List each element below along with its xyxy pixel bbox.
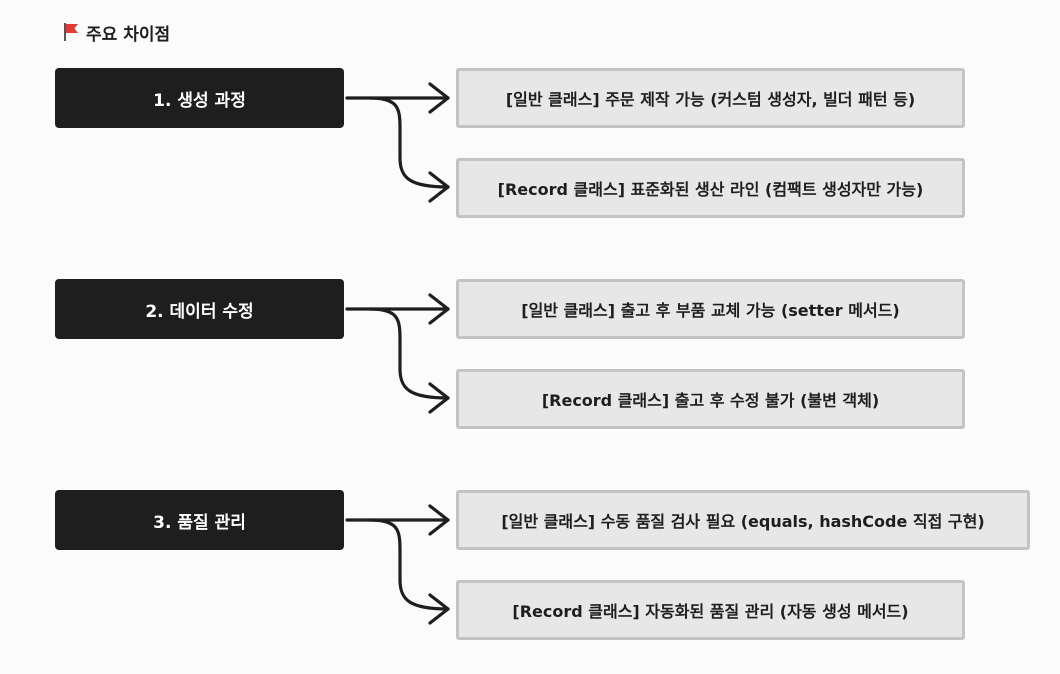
connector-3-bottom [368, 518, 450, 611]
detail-label: [Record 클래스] 표준화된 생산 라인 (컴팩트 생성자만 가능) [497, 180, 924, 199]
arrowhead-1-top [428, 82, 450, 114]
detail-label: [일반 클래스] 주문 제작 가능 (커스텀 생성자, 빌더 패턴 등) [505, 90, 916, 109]
detail-regular-class-quality: [일반 클래스] 수동 품질 검사 필요 (equals, hashCode 직… [456, 490, 1030, 550]
detail-regular-class-modification: [일반 클래스] 출고 후 부품 교체 가능 (setter 메서드) [456, 279, 965, 339]
connector-2-bottom [368, 307, 450, 400]
detail-label: [일반 클래스] 출고 후 부품 교체 가능 (setter 메서드) [521, 301, 900, 320]
flag-icon [62, 22, 80, 42]
category-label: 1. 생성 과정 [153, 90, 246, 111]
category-creation-process: 1. 생성 과정 [55, 68, 344, 128]
arrowhead-3-top [428, 504, 450, 536]
section-heading: 주요 차이점 [62, 20, 171, 45]
category-data-modification: 2. 데이터 수정 [55, 279, 344, 339]
detail-regular-class-creation: [일반 클래스] 주문 제작 가능 (커스텀 생성자, 빌더 패턴 등) [456, 68, 965, 128]
category-quality-control: 3. 품질 관리 [55, 490, 344, 550]
detail-label: [Record 클래스] 자동화된 품질 관리 (자동 생성 메서드) [512, 602, 909, 621]
detail-label: [일반 클래스] 수동 품질 검사 필요 (equals, hashCode 직… [501, 512, 985, 531]
arrowhead-2-top [428, 293, 450, 325]
detail-label: [Record 클래스] 출고 후 수정 불가 (불변 객체) [541, 391, 880, 410]
category-label: 2. 데이터 수정 [145, 301, 254, 322]
arrowhead-2-bottom [428, 382, 450, 414]
heading-title: 주요 차이점 [86, 24, 171, 45]
arrowhead-1-bottom [428, 171, 450, 203]
detail-record-class-quality: [Record 클래스] 자동화된 품질 관리 (자동 생성 메서드) [456, 580, 965, 640]
detail-record-class-modification: [Record 클래스] 출고 후 수정 불가 (불변 객체) [456, 369, 965, 429]
detail-record-class-creation: [Record 클래스] 표준화된 생산 라인 (컴팩트 생성자만 가능) [456, 158, 965, 218]
arrowhead-3-bottom [428, 593, 450, 625]
category-label: 3. 품질 관리 [153, 512, 246, 533]
connector-1-bottom [368, 96, 450, 189]
